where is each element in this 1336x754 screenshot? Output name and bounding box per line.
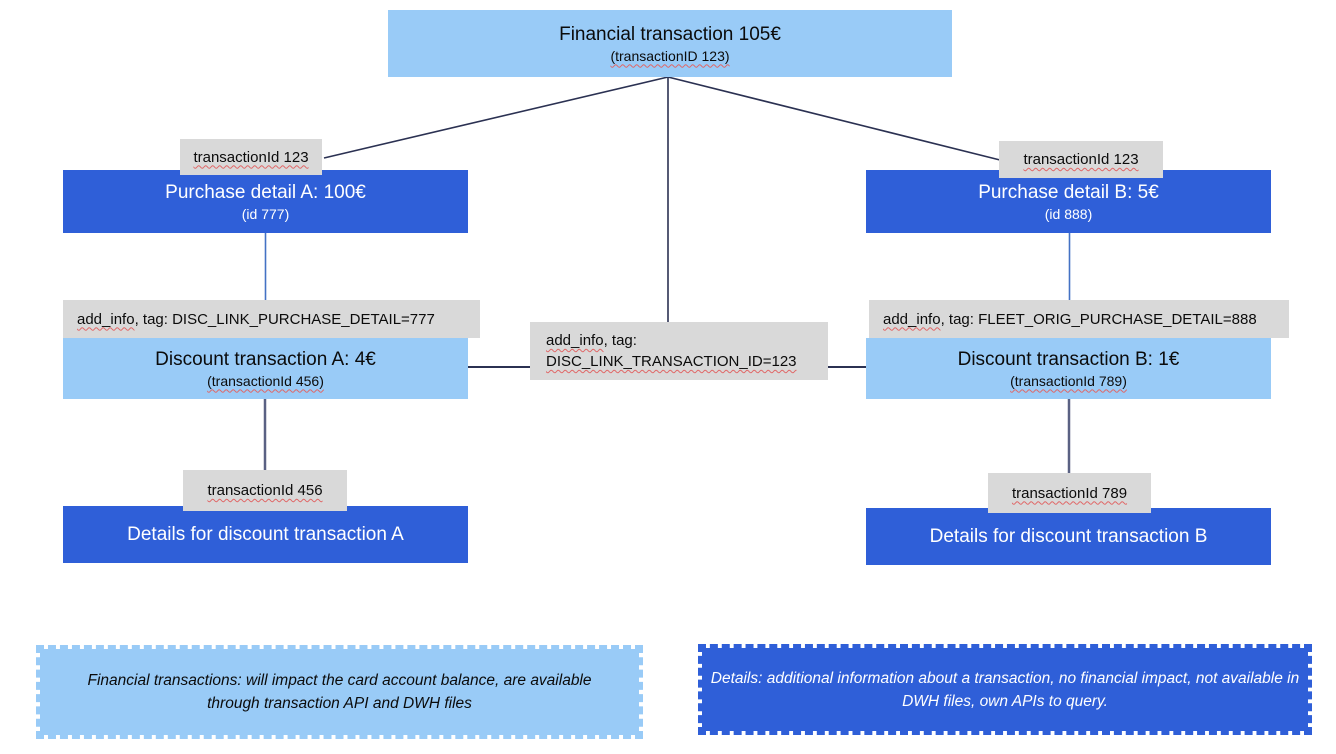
- purchase-a-transaction-id-label: transactionId 123: [180, 139, 322, 175]
- discount-a-addinfo-tag-label: add_info, tag: DISC_LINK_PURCHASE_DETAIL…: [63, 300, 480, 338]
- purchase-detail-b-title: Purchase detail B: 5€: [978, 181, 1159, 203]
- legend-details-text: Details: additional information about a …: [710, 669, 1300, 710]
- discount-b-addinfo-tag-text: add_info, tag: FLEET_ORIG_PURCHASE_DETAI…: [883, 310, 1257, 328]
- purchase-detail-a-title: Purchase detail A: 100€: [165, 181, 366, 203]
- center-addinfo-line2: DISC_LINK_TRANSACTION_ID=123: [546, 353, 797, 370]
- details-a-transaction-id-text: transactionId 456: [207, 482, 323, 499]
- purchase-detail-b-box: Purchase detail B: 5€ (id 888): [866, 170, 1271, 233]
- details-discount-a-box: Details for discount transaction A: [63, 506, 468, 563]
- details-a-transaction-id-label: transactionId 456: [183, 470, 347, 511]
- legend-financial-transactions: Financial transactions: will impact the …: [36, 645, 643, 739]
- details-discount-a-title: Details for discount transaction A: [127, 523, 404, 545]
- purchase-detail-a-box: Purchase detail A: 100€ (id 777): [63, 170, 468, 233]
- purchase-a-transaction-id-text: transactionId 123: [193, 148, 309, 166]
- financial-transaction-id: (transactionID 123): [610, 47, 730, 64]
- edge-fin-to-purchase-b: [667, 76, 1001, 161]
- legend-details: Details: additional information about a …: [698, 644, 1312, 735]
- discount-transaction-a-id: (transactionId 456): [207, 372, 324, 389]
- discount-transaction-b-title: Discount transaction B: 1€: [957, 348, 1180, 370]
- purchase-b-transaction-id-text: transactionId 123: [1023, 151, 1139, 168]
- purchase-b-transaction-id-label: transactionId 123: [999, 141, 1163, 178]
- purchase-detail-b-id: (id 888): [1044, 205, 1093, 222]
- center-addinfo-tag-label: add_info, tag: DISC_LINK_TRANSACTION_ID=…: [530, 322, 828, 380]
- discount-b-addinfo-tag-label: add_info, tag: FLEET_ORIG_PURCHASE_DETAI…: [869, 300, 1289, 338]
- discount-transaction-a-title: Discount transaction A: 4€: [155, 348, 376, 370]
- details-b-transaction-id-label: transactionId 789: [988, 473, 1151, 513]
- discount-transaction-a-box: Discount transaction A: 4€ (transactionI…: [63, 338, 468, 399]
- purchase-detail-a-id: (id 777): [241, 205, 290, 222]
- legend-financial-text: Financial transactions: will impact the …: [87, 672, 592, 712]
- center-addinfo-line1: add_info, tag:: [546, 332, 637, 349]
- edge-fin-to-purchase-a: [323, 76, 669, 159]
- discount-transaction-b-box: Discount transaction B: 1€ (transactionI…: [866, 338, 1271, 399]
- discount-transaction-b-id: (transactionId 789): [1010, 372, 1127, 389]
- details-discount-b-title: Details for discount transaction B: [929, 525, 1208, 547]
- discount-a-addinfo-tag-text: add_info, tag: DISC_LINK_PURCHASE_DETAIL…: [77, 310, 435, 328]
- financial-transaction-title: Financial transaction 105€: [559, 23, 781, 45]
- details-b-transaction-id-text: transactionId 789: [1011, 484, 1128, 502]
- details-discount-b-box: Details for discount transaction B: [866, 508, 1271, 565]
- financial-transaction-box: Financial transaction 105€ (transactionI…: [388, 10, 952, 77]
